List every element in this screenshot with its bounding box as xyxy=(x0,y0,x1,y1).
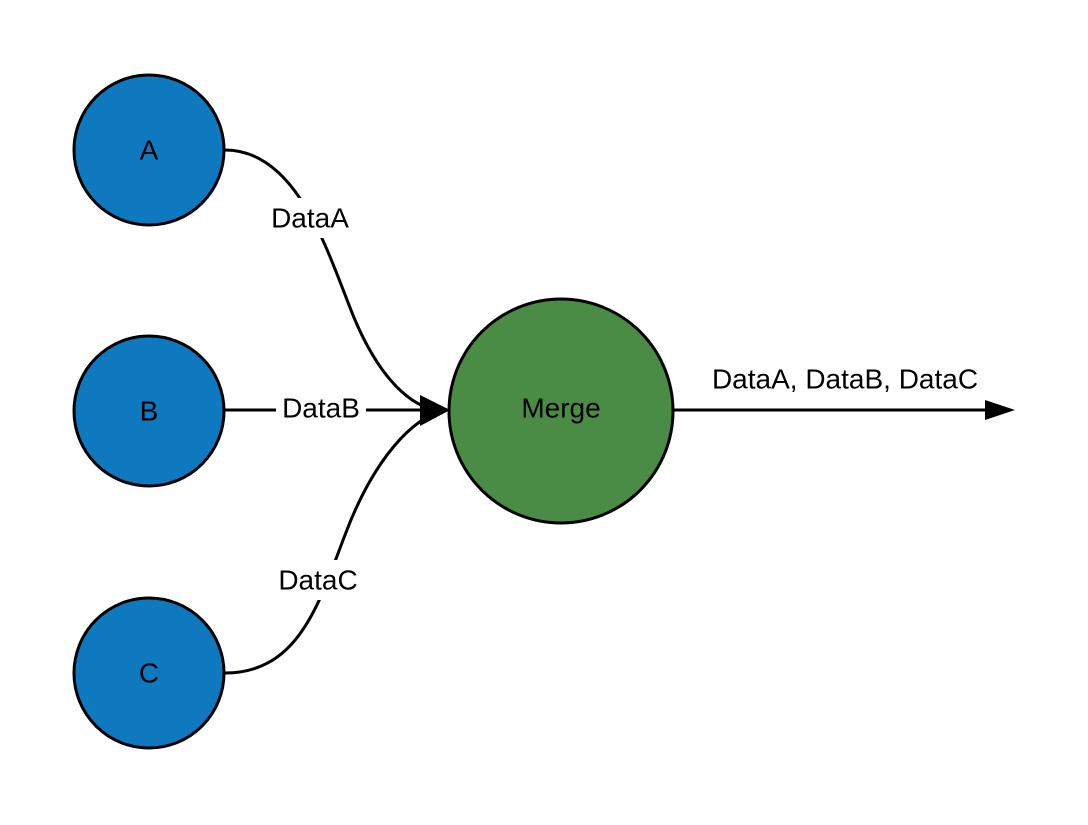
edge-b-label-background xyxy=(276,390,366,430)
node-merge-label: Merge xyxy=(521,393,600,424)
node-a-label: A xyxy=(140,135,159,166)
node-b-label: B xyxy=(140,396,159,427)
edge-c-label: DataC xyxy=(278,565,357,596)
edge-c-label-background xyxy=(268,560,368,600)
edge-c-to-merge xyxy=(224,410,441,675)
node-c: C xyxy=(72,596,226,750)
edge-output-label: DataA, DataB, DataC xyxy=(712,364,978,395)
edge-a-label-background xyxy=(262,198,358,238)
edge-a-to-merge xyxy=(224,148,441,412)
node-a: A xyxy=(72,73,226,227)
edge-b-label: DataB xyxy=(282,393,360,424)
node-c-label: C xyxy=(139,658,159,689)
node-merge: Merge xyxy=(447,297,675,525)
edge-a-label: DataA xyxy=(271,203,349,234)
merge-output-arrowhead xyxy=(985,400,1015,420)
merge-input-arrowhead xyxy=(420,395,450,426)
node-b: B xyxy=(72,334,226,488)
